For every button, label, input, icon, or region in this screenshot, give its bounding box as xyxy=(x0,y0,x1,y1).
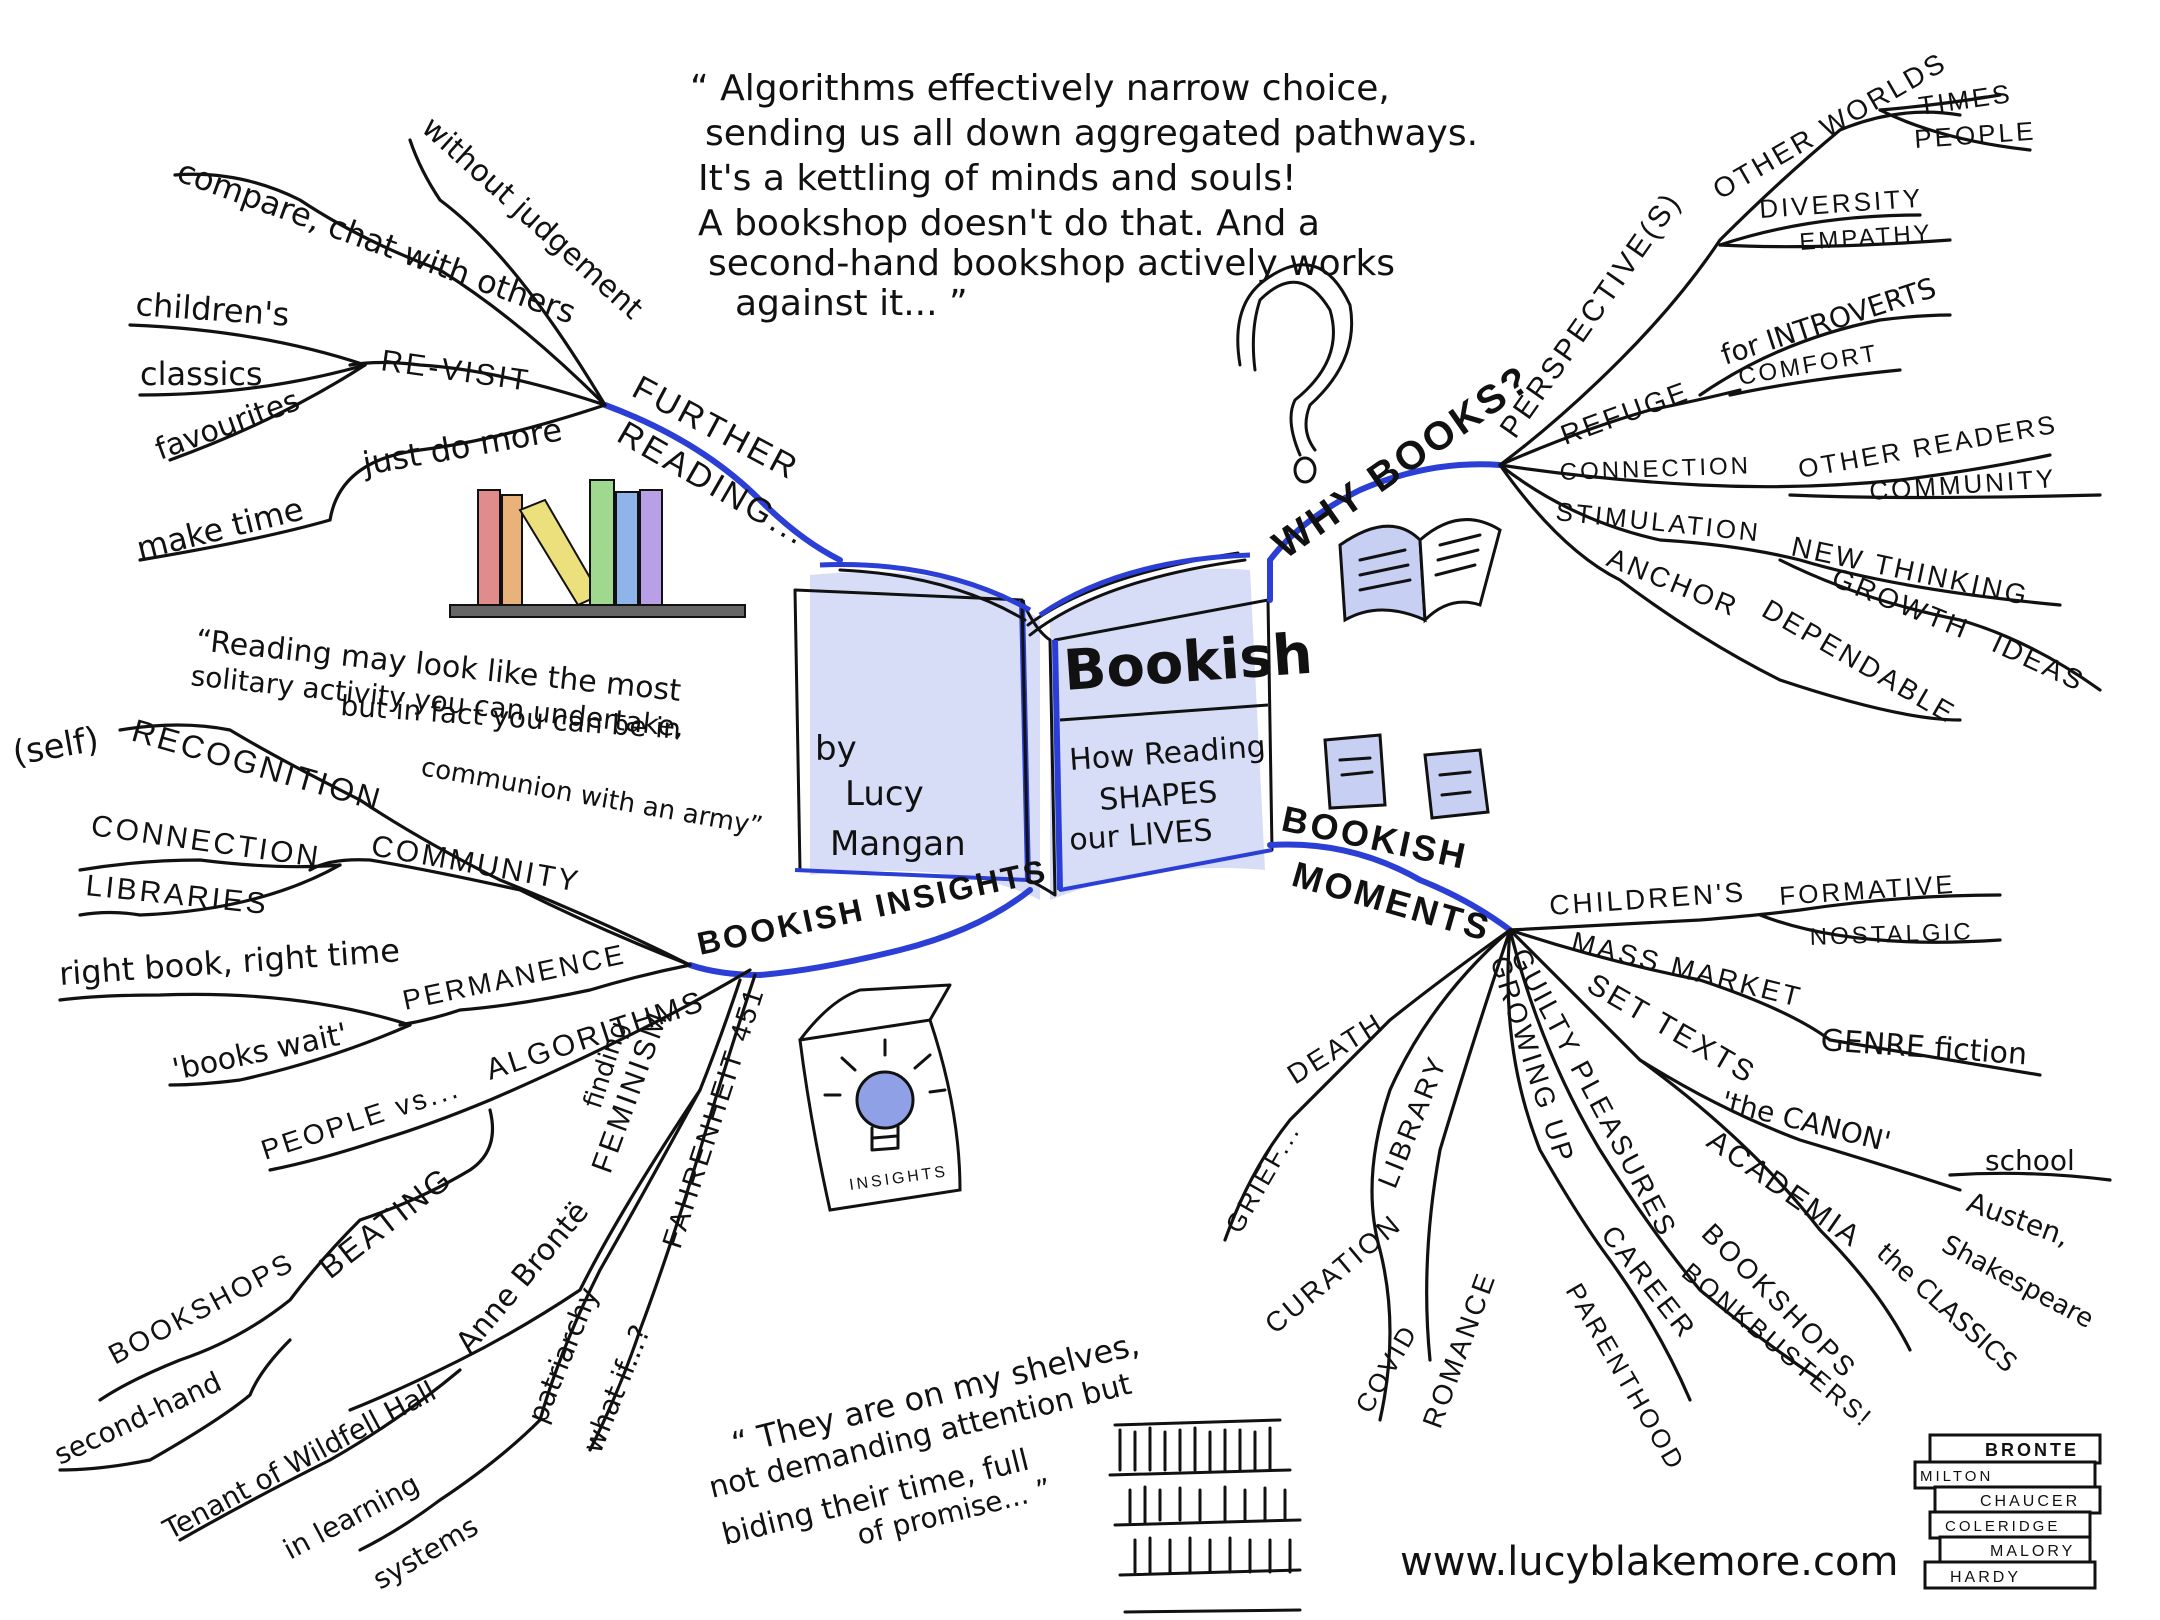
leaf-austen: Austen, xyxy=(1963,1186,2074,1253)
leaf-people-vs: PEOPLE vs... xyxy=(257,1072,464,1166)
stack-book-6: HARDY xyxy=(1950,1569,2021,1586)
leaf-second-hand: second-hand xyxy=(49,1365,226,1471)
lightbulb-insights-icon: INSIGHTS xyxy=(798,983,962,1212)
quote-algorithms: “ Algorithms effectively narrow choice, … xyxy=(690,68,1478,324)
author-line-1: by xyxy=(815,729,857,769)
leaf-covid: COVID xyxy=(1349,1319,1424,1418)
stack-book-5: MALORY xyxy=(1990,1543,2075,1560)
leaf-ideas: IDEAS xyxy=(1987,627,2090,697)
leaf-formative: FORMATIVE xyxy=(1778,869,1956,911)
leaf-diversity: DIVERSITY xyxy=(1758,183,1924,224)
leaf-connection: CONNECTION xyxy=(1559,452,1751,486)
quote-algorithms-line-2: sending us all down aggregated pathways. xyxy=(705,113,1478,154)
leaf-revisit: RE-VISIT xyxy=(379,344,533,398)
open-book-icon xyxy=(1338,518,1502,624)
quote-algorithms-line-3: It's a kettling of minds and souls! xyxy=(698,158,1296,199)
book-stack-icon: BRONTE MILTON CHAUCER COLERIDGE MALORY H… xyxy=(1913,1433,2102,1590)
leaf-books-wait: 'books wait' xyxy=(169,1017,350,1088)
leaf-make-time: make time xyxy=(133,490,307,568)
quote-algorithms-line-5: second-hand bookshop actively works xyxy=(708,243,1395,284)
leaf-death: DEATH xyxy=(1282,1007,1390,1090)
leaf-self: (self) xyxy=(10,719,102,773)
main-branches xyxy=(602,402,1513,979)
bookcase-icon xyxy=(1108,1418,1302,1614)
leaf-library: LIBRARY xyxy=(1372,1051,1453,1193)
leaf-school: school xyxy=(1985,1144,2075,1177)
bookshelf-icon xyxy=(449,479,746,618)
leaf-what-if: what if...? xyxy=(576,1320,657,1457)
stack-book-3: CHAUCER xyxy=(1980,1493,2080,1510)
leaf-moments-childrens: CHILDREN'S xyxy=(1548,876,1747,921)
book-subtitle-line-2: SHAPES xyxy=(1098,775,1218,818)
leaf-recognition: RECOGNITION xyxy=(128,712,387,818)
footer-website[interactable]: www.lucyblakemore.com xyxy=(1400,1539,1898,1585)
author-line-3: Mangan xyxy=(830,824,966,864)
quote-algorithms-line-6: against it... ” xyxy=(735,283,968,324)
leaf-systems: systems xyxy=(367,1510,484,1596)
leaf-beating: BEATING xyxy=(312,1159,460,1285)
quote-algorithms-line-4: A bookshop doesn't do that. And a xyxy=(698,203,1320,244)
leaf-right-book: right book, right time xyxy=(58,931,401,993)
leaf-empathy: EMPATHY xyxy=(1799,220,1934,256)
small-books-icon xyxy=(1323,733,1490,820)
leaf-insights-community: COMMUNITY xyxy=(369,829,583,898)
quote-reading-line-4: communion with an army” xyxy=(419,752,765,842)
leaf-nostalgic: NOSTALGIC xyxy=(1809,918,1974,951)
author-line-2: Lucy xyxy=(845,774,924,814)
bookish-moments-branch: BOOKISH MOMENTS CHILDREN'S FORMATIVE NOS… xyxy=(1219,733,2112,1476)
stack-book-2: MILTON xyxy=(1920,1468,1993,1485)
stack-book-1: BRONTE xyxy=(1985,1440,2079,1460)
leaf-genre-fiction: GENRE fiction xyxy=(1819,1023,2028,1072)
quote-shelves: “ They are on my shelves, not demanding … xyxy=(705,1325,1143,1553)
leaf-community: COMMUNITY xyxy=(1868,463,2057,506)
stack-book-4: COLERIDGE xyxy=(1945,1518,2060,1535)
question-mark-icon xyxy=(1236,263,1354,484)
quote-algorithms-line-1: “ Algorithms effectively narrow choice, xyxy=(690,68,1390,109)
leaf-refuge: REFUGE xyxy=(1556,375,1693,450)
leaf-grief: GRIEF... xyxy=(1219,1117,1306,1238)
leaf-just-do-more: just do more xyxy=(359,410,565,483)
central-book: Bookish How Reading SHAPES our LIVES by … xyxy=(793,551,1315,900)
leaf-classics: classics xyxy=(140,355,263,393)
